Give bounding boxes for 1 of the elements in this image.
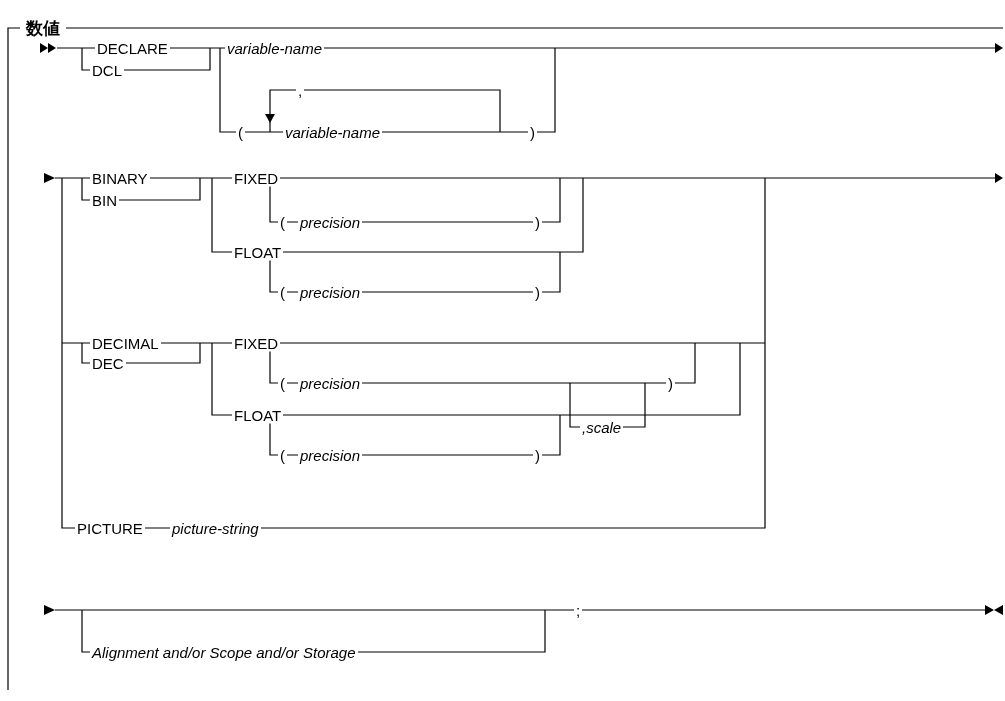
diagram-title: 数値 (20, 16, 66, 40)
